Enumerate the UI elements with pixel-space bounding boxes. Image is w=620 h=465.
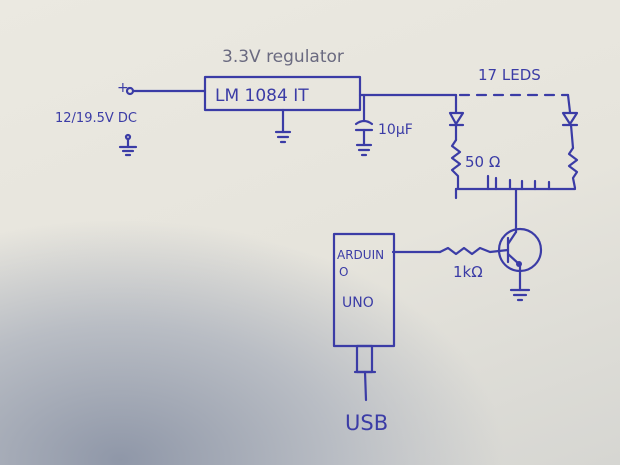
led-resistor-right-icon [567,146,579,190]
regulator-ground-icon [274,108,292,144]
led-resistor-label: 50 Ω [465,153,500,171]
base-resistor-label: 1kΩ [453,263,483,281]
arduino-label-line3: UNO [342,295,374,311]
resistor-ticks [454,174,551,200]
capacitor-label: 10µF [378,122,413,138]
capacitor-icon [354,93,374,157]
regulator-title: 3.3V regulator [222,47,344,67]
arduino-label-line2: O [339,265,348,279]
input-plus-label: + [117,80,129,96]
base-resistor-icon [438,246,510,256]
led-left-icon [448,93,465,142]
led-resistor-left-icon [450,138,462,190]
input-voltage-label: 12/19.5V DC [55,111,137,126]
regulator-part-label: LM 1084 IT [215,86,309,106]
led-count-label: 17 LEDS [478,66,541,84]
usb-label: USB [345,411,388,435]
led-right-icon [561,93,579,150]
npn-transistor-icon [497,227,543,273]
input-ground-icon [118,133,138,157]
input-terminal [125,86,207,96]
emitter-ground-icon [509,264,531,302]
arduino-label-line1: ARDUIN [337,248,384,262]
usb-plug-icon [353,344,377,402]
